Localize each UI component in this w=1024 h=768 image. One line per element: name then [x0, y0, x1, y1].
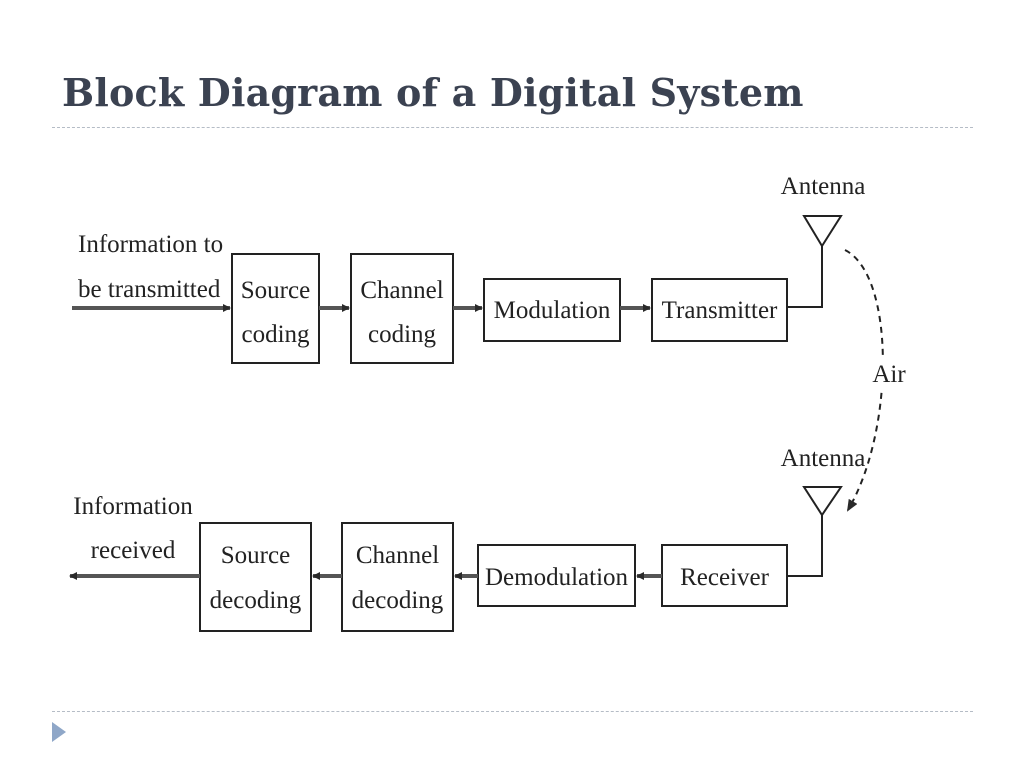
output-label-line1: Information: [73, 493, 193, 520]
channel-coding-block: Channel coding: [350, 253, 454, 364]
footer-divider: [52, 711, 973, 712]
demodulation-label: Demodulation: [485, 564, 629, 591]
source-decoding-label-line2: decoding: [210, 587, 302, 614]
transmitter-label: Transmitter: [662, 297, 778, 324]
slide-bullet-arrow-icon: [52, 722, 66, 742]
source-decoding-block: Source decoding: [199, 522, 312, 632]
source-coding-block: Source coding: [231, 253, 320, 364]
channel-decoding-label-line1: Channel: [356, 542, 439, 569]
input-label-line2: be transmitted: [78, 276, 221, 303]
channel-decoding-block: Channel decoding: [341, 522, 454, 632]
source-coding-label-line2: coding: [241, 321, 310, 348]
air-path: [844, 249, 884, 512]
slide-title: Block Diagram of a Digital System: [62, 70, 804, 115]
modulation-label: Modulation: [494, 297, 611, 324]
transmit-antenna-icon: [802, 215, 843, 248]
antenna-to-receiver-wire: [787, 515, 823, 577]
receiver-label: Receiver: [680, 564, 770, 591]
channel-decoding-label-line2: decoding: [352, 587, 444, 614]
title-divider: [52, 127, 973, 128]
source-decoding-label-line1: Source: [221, 542, 290, 569]
transmit-antenna-label: Antenna: [781, 173, 866, 200]
channel-coding-label-line1: Channel: [360, 277, 443, 304]
output-label-line2: received: [91, 537, 176, 564]
source-coding-label-line1: Source: [241, 277, 310, 304]
transmitter-to-antenna-wire: [787, 246, 823, 308]
receive-antenna-label: Antenna: [781, 445, 866, 472]
transmitter-block: Transmitter: [651, 278, 788, 342]
air-label: Air: [872, 361, 906, 388]
input-label-line1: Information to: [78, 231, 223, 258]
modulation-block: Modulation: [483, 278, 621, 342]
receiver-block: Receiver: [661, 544, 788, 607]
demodulation-block: Demodulation: [477, 544, 636, 607]
receive-antenna-icon: [802, 486, 843, 517]
channel-coding-label-line2: coding: [368, 321, 437, 348]
